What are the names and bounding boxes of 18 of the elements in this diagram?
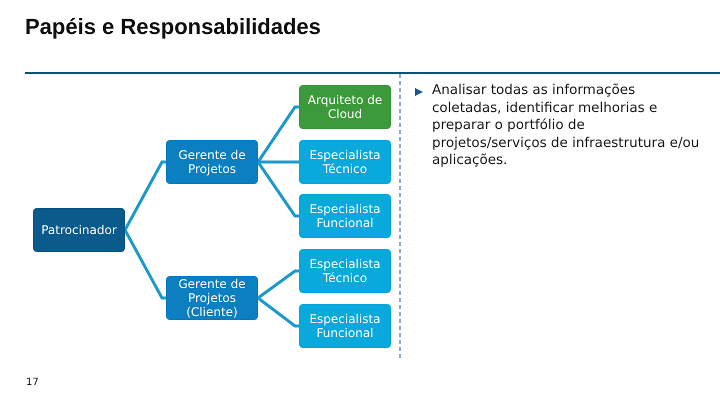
connector-line	[258, 160, 299, 164]
connector-line	[256, 161, 299, 218]
role-box: Especialista Funcional	[299, 304, 391, 348]
role-box: Especialista Funcional	[299, 194, 391, 238]
connector-line	[257, 270, 299, 300]
connector-line	[124, 160, 166, 231]
role-box: Gerente de Projetos (Cliente)	[166, 276, 258, 320]
bullet-text: Analisar todas as informações coletadas, identificar melhorias e preparar o portfólio de projetos/serviços de infraestrutura e/ou aplicações.	[432, 82, 700, 170]
connector-line	[257, 296, 299, 328]
slide-title: Papéis e Responsabilidades	[25, 14, 321, 40]
role-box: Gerente de Projetos	[166, 140, 258, 184]
role-box: Especialista Técnico	[299, 249, 391, 293]
role-box: Arquiteto de Cloud	[299, 85, 391, 129]
connector-line	[124, 229, 166, 300]
role-box: Especialista Técnico	[299, 140, 391, 184]
role-box: Patrocinador	[33, 208, 125, 252]
page-number: 17	[26, 377, 39, 388]
connector-line	[256, 106, 299, 163]
